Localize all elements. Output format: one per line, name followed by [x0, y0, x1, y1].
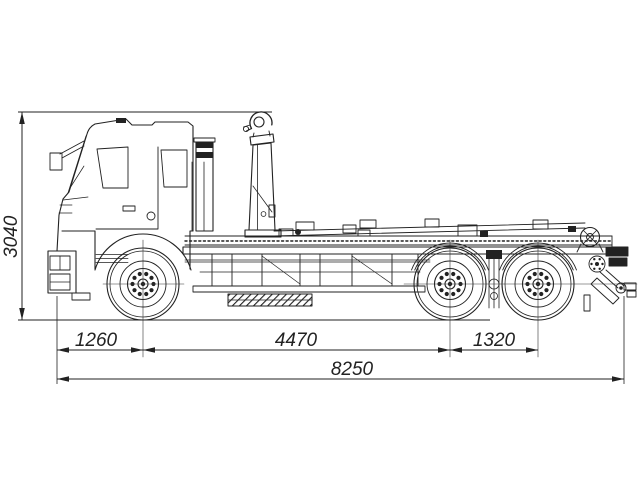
rear-lights-bracket	[583, 246, 637, 312]
dimension-front-overhang: 1260	[75, 330, 118, 351]
dimension-overall-length: 8250	[331, 359, 374, 380]
hooklift-mast	[242, 111, 282, 238]
dimension-overall-height: 3040	[1, 215, 22, 258]
tilt-arm	[273, 218, 586, 237]
rear-roller	[576, 226, 604, 253]
dimension-wheelbase: 4470	[275, 330, 318, 351]
dimension-rear-axle-spacing: 1320	[473, 330, 516, 351]
rear-suspension	[486, 250, 502, 309]
cab	[49, 118, 194, 271]
chassis-frame	[182, 224, 613, 307]
truck-side-view	[47, 111, 638, 358]
air-intake-stack	[191, 137, 216, 232]
front-bumper	[47, 250, 91, 301]
dimension-arrowheads	[19, 112, 624, 382]
extension-lines	[56, 296, 625, 384]
dimension-annotations: 3040 1260 4470 1320 8250	[1, 111, 625, 384]
axle-centerlines	[102, 239, 638, 358]
